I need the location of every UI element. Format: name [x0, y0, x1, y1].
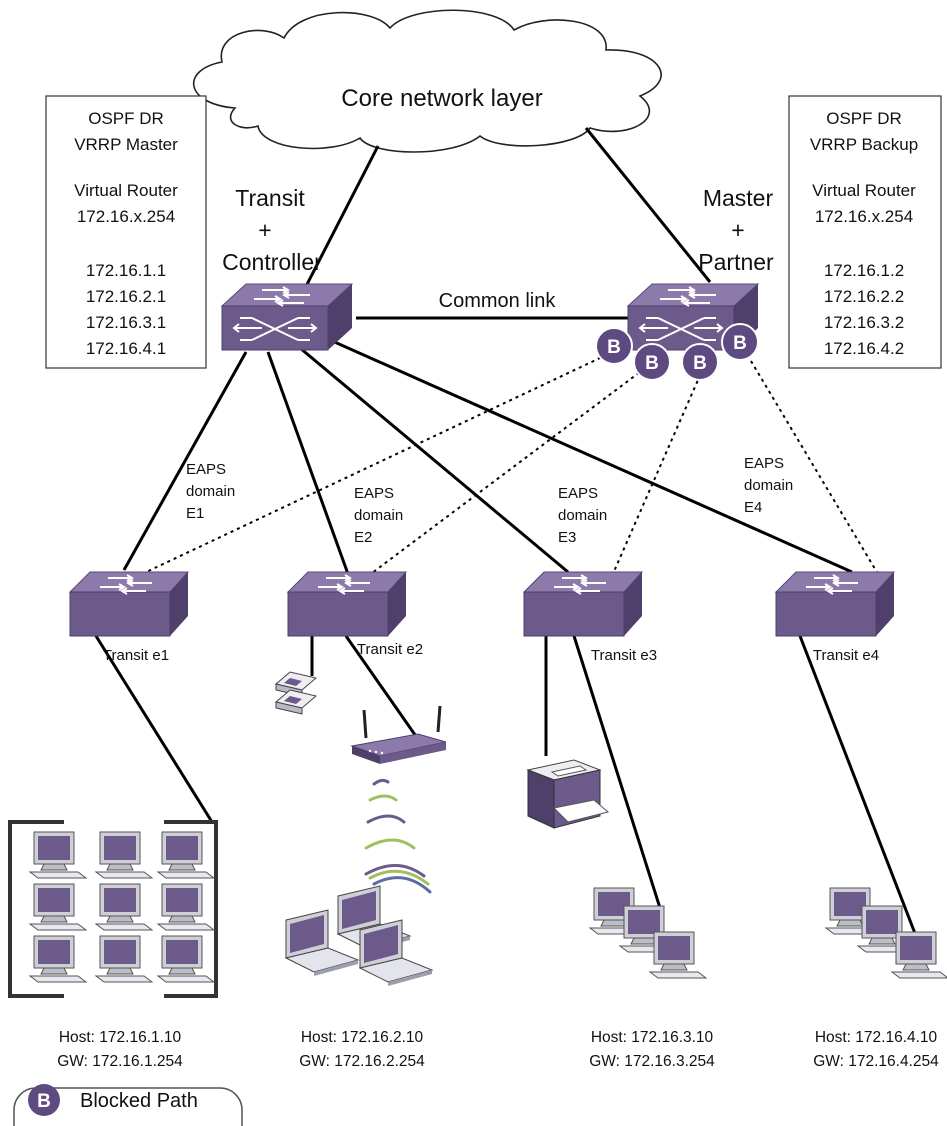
transit-switch-e3	[523, 571, 643, 637]
host-group-e4	[825, 887, 947, 979]
svg-text:VRRP Master: VRRP Master	[74, 135, 178, 154]
core-network-cloud	[193, 9, 662, 153]
svg-text:E2: E2	[354, 529, 372, 546]
svg-text:EAPS: EAPS	[354, 485, 394, 502]
svg-text:OSPF DR: OSPF DR	[88, 109, 164, 128]
left-router-box-text: OSPF DR VRRP Master Virtual Router 172.1…	[74, 109, 178, 358]
partner-uplink	[584, 127, 712, 283]
printer-icon	[526, 759, 610, 829]
host-group-e3	[526, 759, 707, 979]
svg-text:Virtual Router: Virtual Router	[74, 181, 178, 200]
transit-e3-label: Transit e3	[591, 647, 657, 664]
svg-text:Host: 172.16.1.10: Host: 172.16.1.10	[59, 1029, 182, 1046]
eaps-domain-e3: EAPS domain E3	[558, 485, 607, 546]
svg-text:domain: domain	[744, 477, 793, 494]
svg-text:172.16.x.254: 172.16.x.254	[77, 207, 175, 226]
svg-text:Controller: Controller	[222, 249, 322, 275]
blocked-paths	[141, 355, 879, 577]
svg-text:OSPF DR: OSPF DR	[826, 109, 902, 128]
blocked-badges: B B B B	[595, 323, 759, 381]
svg-text:Host: 172.16.2.10: Host: 172.16.2.10	[301, 1029, 424, 1046]
svg-text:EAPS: EAPS	[186, 461, 226, 478]
wireless-access-point-icon	[350, 705, 447, 764]
svg-text:GW: 172.16.3.254: GW: 172.16.3.254	[589, 1053, 715, 1070]
svg-text:172.16.4.1: 172.16.4.1	[86, 339, 166, 358]
svg-text:B: B	[645, 353, 659, 374]
right-router-box	[788, 95, 942, 369]
svg-text:GW: 172.16.1.254: GW: 172.16.1.254	[57, 1053, 183, 1070]
transit-switch-e2	[287, 571, 407, 637]
host-group-e1	[8, 820, 218, 998]
svg-text:172.16.3.1: 172.16.3.1	[86, 313, 166, 332]
svg-text:B: B	[733, 333, 747, 354]
svg-text:Host: 172.16.3.10: Host: 172.16.3.10	[591, 1029, 714, 1046]
svg-text:172.16.4.2: 172.16.4.2	[824, 339, 904, 358]
svg-text:172.16.x.254: 172.16.x.254	[815, 207, 913, 226]
host-label-e3: Host: 172.16.3.10 GW: 172.16.3.254	[589, 1029, 715, 1070]
svg-text:domain: domain	[558, 507, 607, 524]
svg-text:Master: Master	[703, 185, 774, 211]
svg-text:B: B	[607, 337, 621, 358]
host-label-e2: Host: 172.16.2.10 GW: 172.16.2.254	[299, 1029, 425, 1070]
right-router-box-text: OSPF DR VRRP Backup Virtual Router 172.1…	[810, 109, 918, 358]
transit-e1-label: Transit e1	[103, 647, 169, 664]
controller-switch	[221, 283, 353, 351]
partner-label: Master + Partner	[698, 185, 774, 275]
eaps-domain-e1: EAPS domain E1	[186, 461, 235, 522]
svg-text:EAPS: EAPS	[744, 455, 784, 472]
svg-text:172.16.3.2: 172.16.3.2	[824, 313, 904, 332]
legend: B Blocked Path	[13, 1084, 243, 1126]
svg-text:Host: 172.16.4.10: Host: 172.16.4.10	[815, 1029, 938, 1046]
svg-text:B: B	[37, 1091, 51, 1112]
left-router-box	[45, 95, 207, 369]
svg-text:domain: domain	[186, 483, 235, 500]
cloud-label: Core network layer	[341, 85, 542, 112]
svg-text:+: +	[258, 217, 271, 243]
transit-switch-e1	[69, 571, 189, 637]
svg-text:EAPS: EAPS	[558, 485, 598, 502]
legend-label: Blocked Path	[80, 1090, 198, 1112]
controller-uplink	[298, 145, 380, 299]
svg-text:B: B	[693, 353, 707, 374]
svg-text:GW: 172.16.4.254: GW: 172.16.4.254	[813, 1053, 939, 1070]
blocked-badge-icon	[28, 1084, 60, 1116]
transit-switch-e4	[775, 571, 895, 637]
svg-text:+: +	[731, 217, 744, 243]
controller-label: Transit + Controller	[222, 185, 322, 275]
svg-text:E4: E4	[744, 499, 762, 516]
primary-paths	[122, 338, 853, 575]
svg-text:domain: domain	[354, 507, 403, 524]
wireless-signal-icon	[364, 778, 432, 894]
eaps-domain-e4: EAPS domain E4	[744, 455, 793, 516]
common-link-label: Common link	[439, 290, 557, 312]
svg-text:VRRP Backup: VRRP Backup	[810, 135, 918, 154]
host-links	[94, 635, 918, 937]
svg-text:172.16.1.2: 172.16.1.2	[824, 261, 904, 280]
transit-e2-label: Transit e2	[357, 641, 423, 658]
host-label-e1: Host: 172.16.1.10 GW: 172.16.1.254	[57, 1029, 183, 1070]
svg-text:172.16.2.1: 172.16.2.1	[86, 287, 166, 306]
svg-text:E3: E3	[558, 529, 576, 546]
transit-e4-label: Transit e4	[813, 647, 879, 664]
svg-text:Virtual Router: Virtual Router	[812, 181, 916, 200]
svg-text:172.16.2.2: 172.16.2.2	[824, 287, 904, 306]
svg-text:Transit: Transit	[235, 185, 305, 211]
svg-text:Partner: Partner	[698, 249, 774, 275]
svg-text:E1: E1	[186, 505, 204, 522]
svg-text:GW: 172.16.2.254: GW: 172.16.2.254	[299, 1053, 425, 1070]
svg-text:172.16.1.1: 172.16.1.1	[86, 261, 166, 280]
eaps-domain-e2: EAPS domain E2	[354, 485, 403, 546]
host-label-e4: Host: 172.16.4.10 GW: 172.16.4.254	[813, 1029, 939, 1070]
host-group-e2	[275, 671, 447, 987]
